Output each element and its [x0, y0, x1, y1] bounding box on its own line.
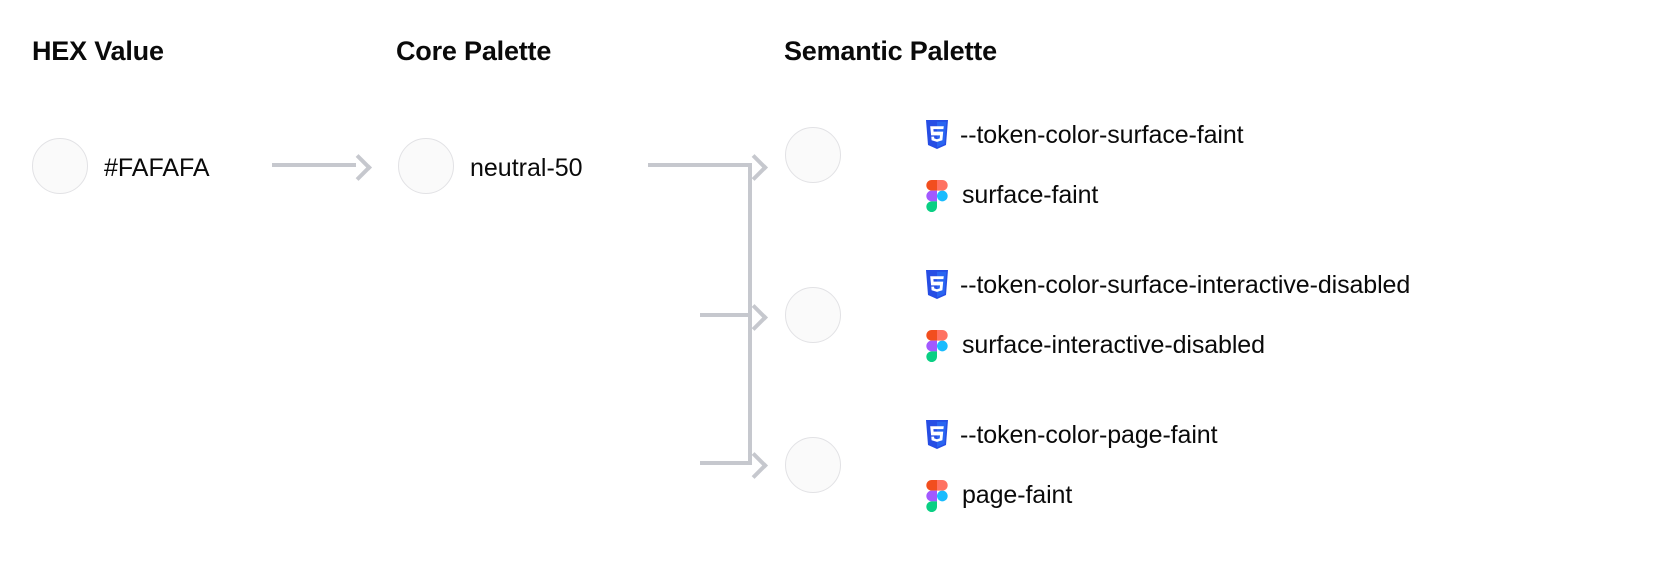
connector-branch-3 [700, 461, 752, 465]
arrowhead-branch-3-icon [741, 452, 768, 479]
figma-icon [926, 480, 952, 512]
figma-token-label-1: surface-interactive-disabled [962, 330, 1265, 359]
figma-token-label-0: surface-faint [962, 180, 1099, 209]
column-heading-core-palette: Core Palette [396, 36, 552, 66]
color-swatch-semantic-2 [785, 437, 841, 493]
css3-icon [924, 120, 950, 150]
color-swatch-core-palette [398, 138, 454, 194]
css3-icon [924, 270, 950, 300]
token-row-figma-1: surface-interactive-disabled [926, 330, 1265, 362]
color-swatch-semantic-0 [785, 127, 841, 183]
connector-hex-to-core [272, 163, 356, 167]
core-palette-label: neutral-50 [470, 154, 583, 182]
token-row-css-1: --token-color-surface-interactive-disabl… [924, 270, 1410, 300]
hex-value-label: #FAFAFA [104, 154, 210, 182]
arrowhead-branch-1-icon [741, 154, 768, 181]
column-heading-semantic-palette: Semantic Palette [784, 36, 997, 66]
token-row-css-0: --token-color-surface-faint [924, 120, 1244, 150]
arrowhead-hex-to-core-icon [345, 154, 372, 181]
color-swatch-semantic-1 [785, 287, 841, 343]
connector-branch-2 [700, 313, 752, 317]
figma-icon [926, 330, 952, 362]
css-token-label-0: --token-color-surface-faint [960, 120, 1244, 149]
column-heading-hex-value: HEX Value [32, 36, 164, 66]
color-swatch-hex-value [32, 138, 88, 194]
figma-token-label-2: page-faint [962, 480, 1073, 509]
css-token-label-2: --token-color-page-faint [960, 420, 1218, 449]
token-row-figma-2: page-faint [926, 480, 1073, 512]
css-token-label-1: --token-color-surface-interactive-disabl… [960, 270, 1411, 299]
token-row-css-2: --token-color-page-faint [924, 420, 1218, 450]
arrowhead-branch-2-icon [741, 304, 768, 331]
token-row-figma-0: surface-faint [926, 180, 1099, 212]
connector-branch-1 [700, 163, 752, 167]
figma-icon [926, 180, 952, 212]
css3-icon [924, 420, 950, 450]
